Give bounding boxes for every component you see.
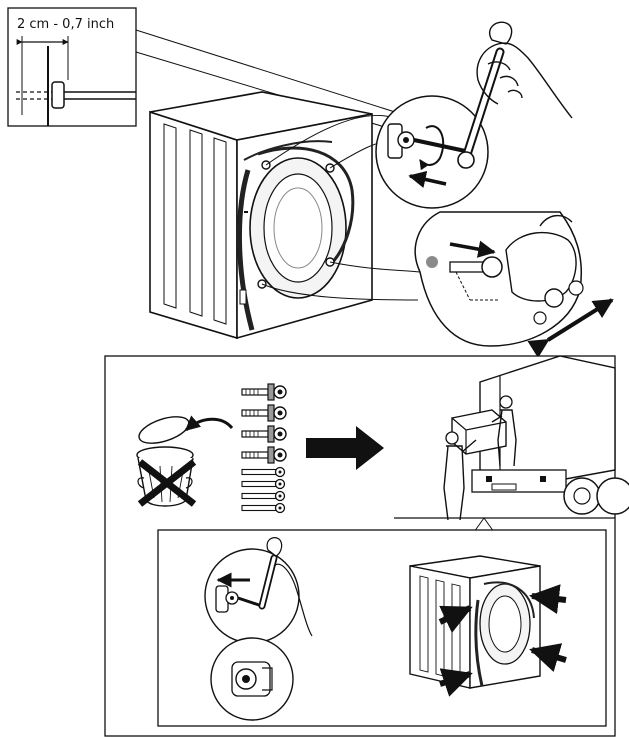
person-icon <box>443 395 517 521</box>
shake-arrow-icon <box>527 298 614 359</box>
storage-instructions-panel <box>104 355 629 737</box>
hand-icon <box>476 42 573 119</box>
push-arrow-icon <box>408 170 447 188</box>
refit-bolt-detail <box>204 537 313 644</box>
big-right-arrow-icon <box>306 426 384 470</box>
cross-mark-icon <box>137 459 197 507</box>
rotation-arrow-icon <box>419 125 445 171</box>
wrench-icon <box>457 21 513 169</box>
unscrew-detail <box>375 95 489 209</box>
washing-machine-icon <box>149 91 373 340</box>
cap-detail <box>210 637 294 721</box>
washing-machine-icon <box>409 555 541 689</box>
truck-icon <box>394 355 629 519</box>
dimension-label: 2 cm - 0,7 inch <box>17 17 114 32</box>
pull-out-detail <box>414 211 584 347</box>
curved-arrow-icon <box>184 415 234 432</box>
distance-callout: 2 cm - 0,7 inch <box>7 7 137 127</box>
pull-arrow-icon <box>449 240 496 258</box>
